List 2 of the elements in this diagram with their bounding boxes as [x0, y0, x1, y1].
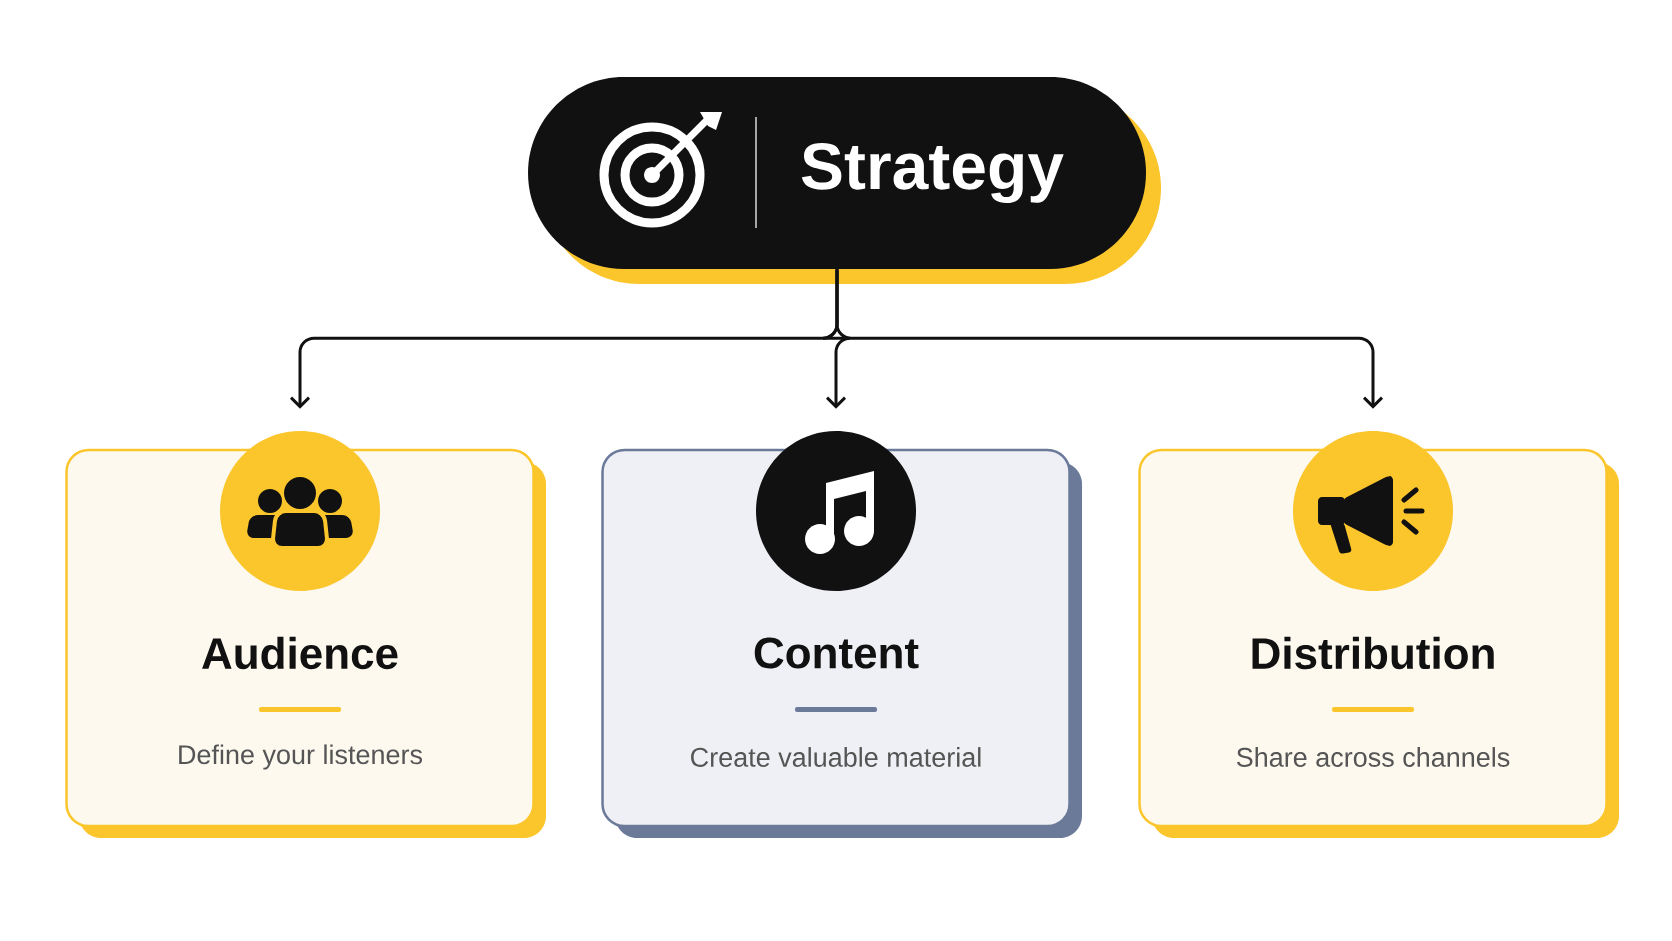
arrow: [835, 269, 1384, 409]
pill-box: Strategy: [528, 77, 1161, 284]
